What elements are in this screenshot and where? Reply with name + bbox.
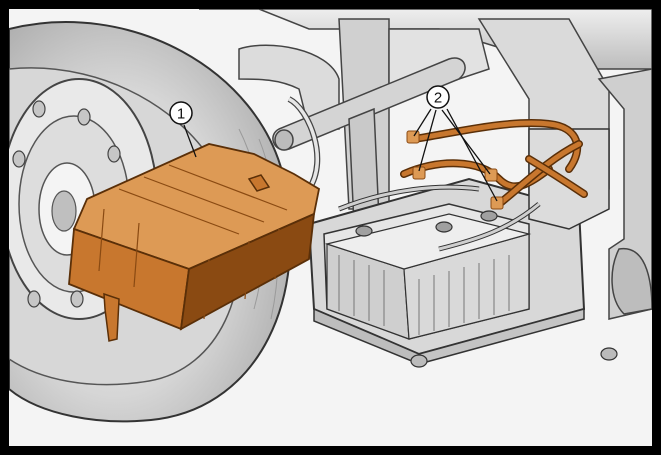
callout-1-circle xyxy=(169,101,193,125)
callout-1: 1 xyxy=(169,101,197,158)
callout-1-leader xyxy=(183,124,197,158)
vehicle-battery-illustration: 1 2 xyxy=(9,9,652,446)
highlighted-battery-cables xyxy=(400,119,588,210)
callout-2-circle xyxy=(426,85,450,109)
callout-2-label: 2 xyxy=(434,90,442,107)
battery-box xyxy=(307,128,618,368)
highlighted-battery-cover xyxy=(68,143,321,342)
callout-2-leaders xyxy=(413,108,498,202)
callout-1-label: 1 xyxy=(177,106,185,123)
callout-2: 2 xyxy=(413,85,498,202)
